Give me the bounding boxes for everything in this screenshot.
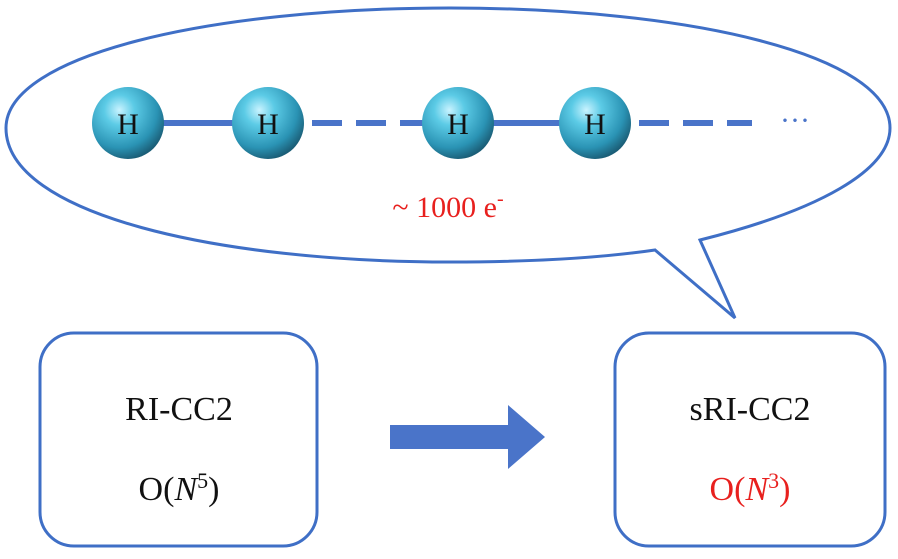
transition-arrow (390, 405, 545, 469)
left-method-title: RI-CC2 (125, 391, 233, 428)
speech-bubble (4, 6, 892, 320)
atom-2: H (232, 87, 304, 159)
atom-label: H (257, 108, 279, 141)
chain-ellipsis: ··· (780, 104, 810, 137)
right-method-box (613, 331, 887, 548)
atom-label: H (117, 108, 139, 141)
electron-count-text: ~ 1000 e (392, 191, 497, 224)
left-method-scaling: O(N5) (139, 468, 220, 508)
right-method-scaling: O(N3) (710, 468, 791, 508)
atom-label: H (584, 108, 606, 141)
atom-1: H (92, 87, 164, 159)
right-method-title: sRI-CC2 (690, 391, 811, 428)
atom-4: H (559, 87, 631, 159)
electron-count-note: ~ 1000 e- (392, 188, 503, 224)
atom-label: H (447, 108, 469, 141)
electron-charge-sup: - (497, 188, 504, 210)
atom-3: H (422, 87, 494, 159)
left-method-box (38, 331, 319, 548)
